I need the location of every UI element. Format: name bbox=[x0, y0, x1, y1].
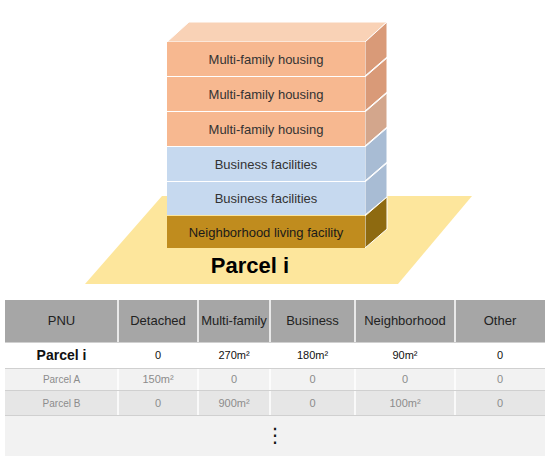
floor-box: Business facilities bbox=[167, 147, 365, 181]
floor-box: Multi-family housing bbox=[167, 112, 365, 146]
table-text: 90m² bbox=[392, 349, 417, 361]
table-cell: Other bbox=[455, 300, 545, 342]
floor-use: Multi-family housing bbox=[209, 122, 324, 137]
floor-use: Multi-family housing bbox=[209, 52, 324, 67]
floor-box: Business facilities bbox=[167, 182, 365, 215]
table-row-bg bbox=[5, 416, 545, 456]
side-face bbox=[365, 197, 387, 248]
parcel-name: Parcel i bbox=[211, 253, 289, 279]
table-text: Parcel B bbox=[43, 398, 81, 409]
table-grid bbox=[5, 343, 545, 416]
table-text: 0 bbox=[497, 397, 503, 409]
floor-box: Neighborhood living facility bbox=[167, 216, 365, 248]
table-row-bg bbox=[5, 391, 545, 415]
table-text: ⋮ bbox=[265, 424, 285, 446]
table-header-bg bbox=[5, 300, 545, 342]
parcel-label: Parcel i bbox=[180, 250, 320, 282]
table-cell: 0 bbox=[270, 391, 355, 415]
floor-use: Business facilities bbox=[215, 191, 318, 206]
table-text: Business bbox=[286, 314, 339, 328]
table-cell: Parcel i bbox=[5, 343, 118, 368]
table-text: 180m² bbox=[297, 349, 328, 361]
floor-use: Business facilities bbox=[215, 157, 318, 172]
table-text: 0 bbox=[497, 373, 503, 385]
table-text: 0 bbox=[402, 373, 408, 385]
table-grid bbox=[118, 300, 455, 415]
table-cell: 0 bbox=[455, 369, 545, 390]
table-text: Parcel i bbox=[37, 348, 87, 363]
table-text: 0 bbox=[155, 397, 161, 409]
table-cell: 270m² bbox=[198, 343, 270, 368]
table-cell: PNU bbox=[5, 300, 118, 342]
table-cell: Parcel A bbox=[5, 369, 118, 390]
table-cell: 180m² bbox=[270, 343, 355, 368]
table-cell: 0 bbox=[455, 343, 545, 368]
table-cell: 0 bbox=[355, 369, 455, 390]
table-cell: 0 bbox=[118, 391, 198, 415]
table-text: Parcel A bbox=[43, 374, 80, 385]
floor-use: Neighborhood living facility bbox=[189, 225, 344, 240]
table-text: Multi-family bbox=[201, 314, 267, 328]
table-text: Neighborhood bbox=[364, 314, 446, 328]
table-cell: ⋮ bbox=[5, 416, 545, 454]
table-cell: Neighborhood bbox=[355, 300, 455, 342]
table-text: 0 bbox=[309, 373, 315, 385]
table-cell: 0 bbox=[455, 391, 545, 415]
table-text: 900m² bbox=[218, 397, 249, 409]
table-cell: 0 bbox=[118, 343, 198, 368]
table-cell: Detached bbox=[118, 300, 198, 342]
table-row-bg bbox=[5, 343, 545, 368]
table-row-bg bbox=[5, 369, 545, 390]
table-cell: Parcel B bbox=[5, 391, 118, 415]
table-cell: 90m² bbox=[355, 343, 455, 368]
floor-box: Multi-family housing bbox=[167, 77, 365, 111]
table-text: 100m² bbox=[389, 397, 420, 409]
table-cell: Business bbox=[270, 300, 355, 342]
table-cell: 900m² bbox=[198, 391, 270, 415]
table-text: Detached bbox=[130, 314, 186, 328]
table-text: PNU bbox=[48, 314, 75, 328]
table-text: 150m² bbox=[142, 373, 173, 385]
table-cell: 0 bbox=[270, 369, 355, 390]
table-cell: 0 bbox=[198, 369, 270, 390]
roof-face bbox=[167, 22, 387, 42]
table-cell: 100m² bbox=[355, 391, 455, 415]
table-text: 0 bbox=[497, 349, 503, 361]
table-text: Other bbox=[484, 314, 517, 328]
table-text: 270m² bbox=[218, 349, 249, 361]
table-text: 0 bbox=[231, 373, 237, 385]
table-cell: 150m² bbox=[118, 369, 198, 390]
table-cell: Multi-family bbox=[198, 300, 270, 342]
table-text: 0 bbox=[155, 349, 161, 361]
floor-use: Multi-family housing bbox=[209, 87, 324, 102]
table-text: 0 bbox=[309, 397, 315, 409]
floor-box: Multi-family housing bbox=[167, 42, 365, 76]
